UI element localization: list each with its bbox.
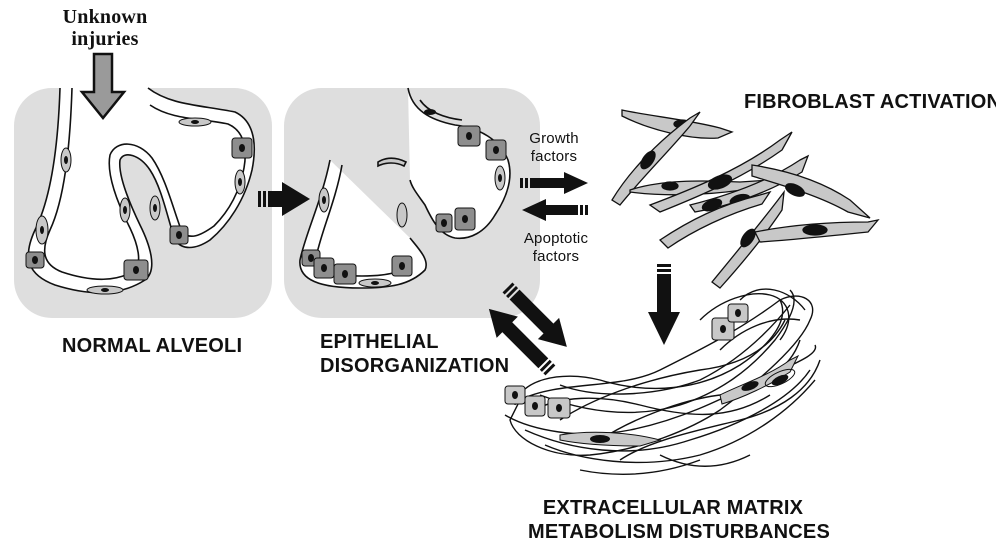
normal-alveoli-label: NORMAL ALVEOLI bbox=[62, 334, 242, 358]
ecm-line-1: EXTRACELLULAR MATRIX bbox=[528, 496, 818, 520]
growth-line-2: factors bbox=[512, 148, 596, 166]
apoptotic-factors-label: Apoptotic factors bbox=[508, 230, 604, 266]
epithelial-line-2: DISORGANIZATION bbox=[320, 354, 509, 378]
fibroblast-activation-text: FIBROBLAST ACTIVATION bbox=[744, 90, 996, 114]
ecm-disturbances-label: EXTRACELLULAR MATRIX METABOLISM DISTURBA… bbox=[528, 496, 818, 544]
apoptotic-line-1: Apoptotic bbox=[508, 230, 604, 248]
fibroblast-cluster bbox=[612, 110, 878, 288]
epithelial-disorganization-label: EPITHELIAL DISORGANIZATION bbox=[320, 330, 509, 378]
growth-factors-label: Growth factors bbox=[512, 130, 596, 166]
arrow-fibroblast-to-ecm bbox=[648, 264, 680, 345]
ecm-line-2: METABOLISM DISTURBANCES bbox=[528, 520, 818, 544]
fibroblast-activation-label: FIBROBLAST ACTIVATION bbox=[744, 90, 996, 114]
epithelial-line-1: EPITHELIAL bbox=[320, 330, 509, 354]
unknown-injuries-line-1: Unknown bbox=[46, 6, 164, 28]
apoptotic-line-2: factors bbox=[508, 248, 604, 266]
growth-line-1: Growth bbox=[512, 130, 596, 148]
unknown-injuries-label: Unknown injuries bbox=[46, 6, 164, 50]
unknown-injuries-line-2: injuries bbox=[46, 28, 164, 50]
normal-alveoli-text: NORMAL ALVEOLI bbox=[62, 334, 242, 358]
